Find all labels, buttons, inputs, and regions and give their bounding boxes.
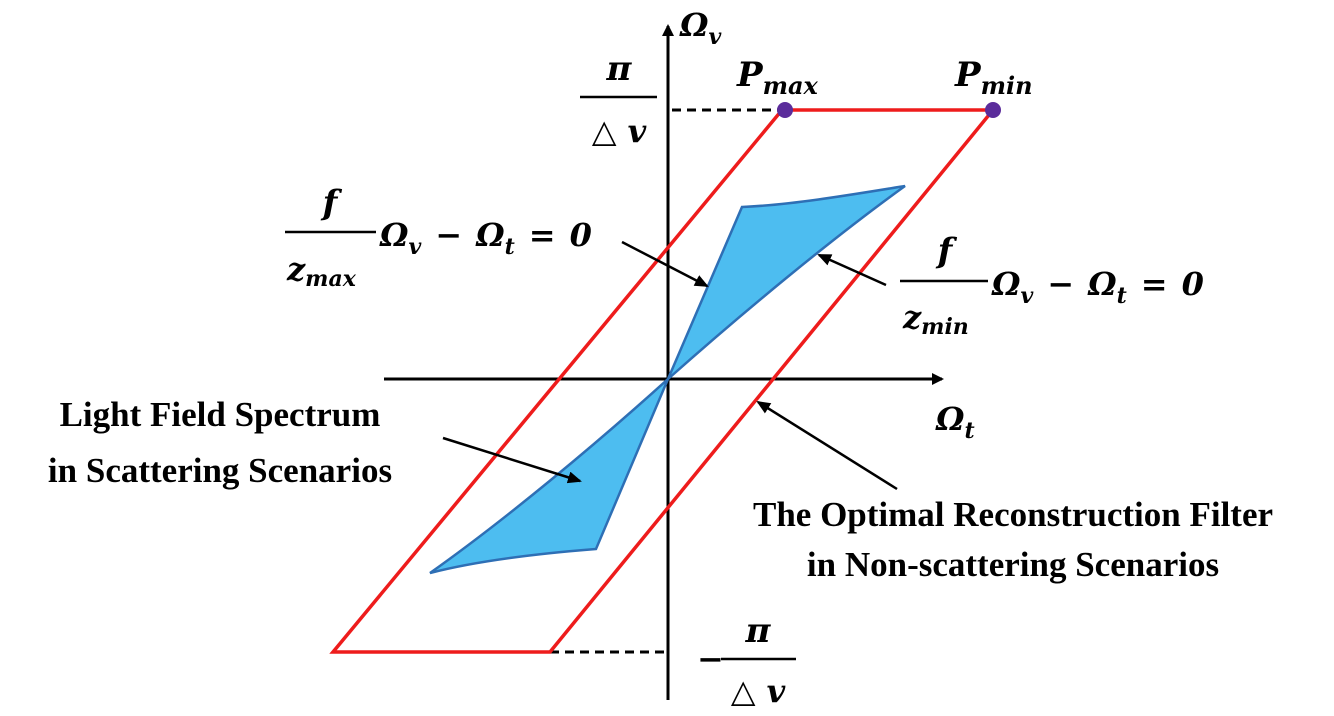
pmin-label: Pmin: [954, 55, 1033, 100]
filter-label-line1: The Optimal Reconstruction Filter: [753, 495, 1273, 534]
reconstruction-filter-outline: [329, 108, 997, 654]
svg-text:π: π: [606, 49, 633, 89]
top-limit-fraction: π △ v: [580, 49, 657, 150]
spectrum-label-line1: Light Field Spectrum: [60, 395, 381, 434]
svg-text:f: f: [321, 183, 343, 223]
svg-text:Ωv−Ωt=0: Ωv−Ωt=0: [379, 216, 592, 260]
zmin-pointer-arrow: [817, 253, 887, 287]
filter-label-line2: in Non-scattering Scenarios: [807, 545, 1219, 584]
filter-pointer-arrow: [756, 400, 898, 491]
svg-text:Ωv−Ωt=0: Ωv−Ωt=0: [991, 265, 1204, 309]
zmin-line-equation: f zmin Ωv−Ωt=0: [900, 231, 1204, 340]
spectrum-pointer-arrow: [442, 436, 582, 484]
bottom-limit-fraction: − π △ v: [697, 611, 796, 710]
zmax-pointer-arrow: [621, 240, 709, 288]
pmax-label: Pmax: [736, 55, 819, 100]
zmax-line-equation: f zmax Ωv−Ωt=0: [285, 183, 592, 292]
svg-text:π: π: [745, 611, 772, 651]
svg-text:△ v: △ v: [592, 112, 647, 150]
svg-text:zmax: zmax: [286, 250, 357, 292]
vertical-axis-label: Ωv: [679, 6, 721, 50]
horizontal-axis-label: Ωt: [935, 400, 975, 444]
spectrum-label-line2: in Scattering Scenarios: [48, 451, 392, 490]
spectrum-upper-lobe: [666, 184, 906, 380]
svg-text:−: −: [697, 640, 724, 678]
spectrum-lower-lobe: [429, 378, 670, 575]
svg-text:zmin: zmin: [902, 298, 969, 340]
pmax-point: [777, 102, 793, 118]
svg-text:△ v: △ v: [731, 672, 786, 710]
svg-text:f: f: [936, 231, 958, 271]
pmin-point: [985, 102, 1001, 118]
